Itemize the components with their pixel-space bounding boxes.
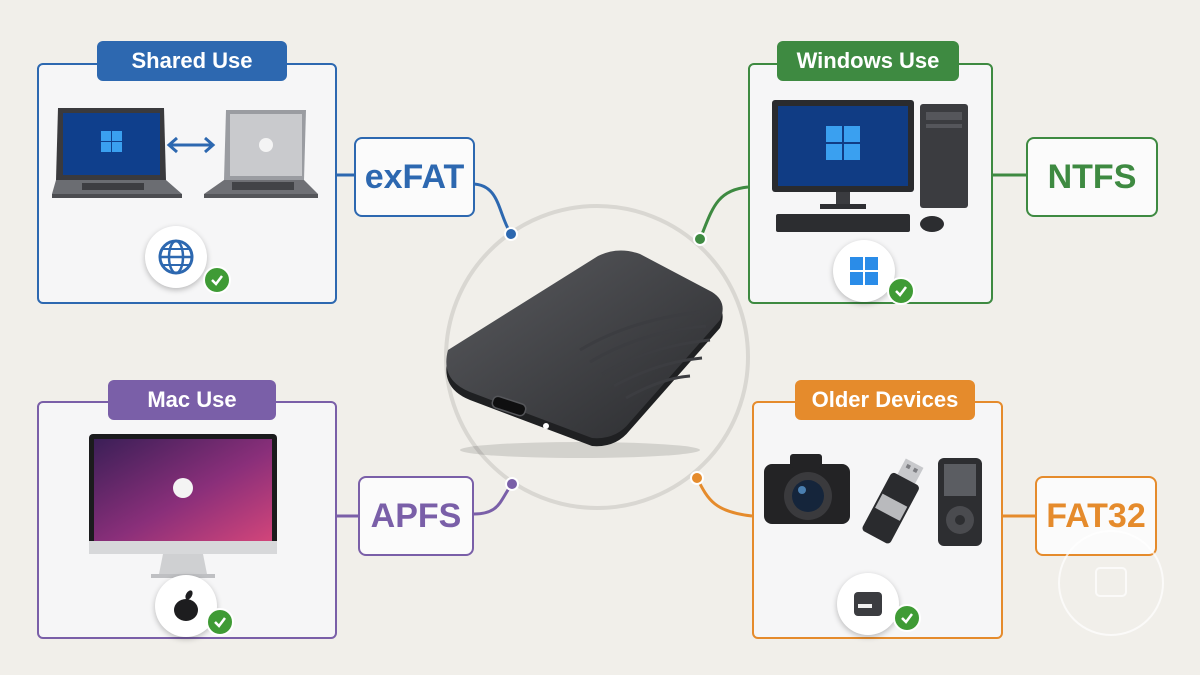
connector-ntfs: [698, 185, 749, 240]
connector-dot-ntfs: [693, 232, 707, 246]
check-icon: [206, 608, 234, 636]
watermark-icon: [1058, 530, 1164, 636]
ntfs-label: NTFS: [1026, 137, 1158, 217]
center-ring: [444, 204, 750, 510]
apfs-label: APFS: [358, 476, 474, 556]
connector-dot-fat32: [690, 471, 704, 485]
double-arrow-icon: [166, 136, 216, 154]
connector-fat32: [695, 477, 753, 518]
check-icon: [893, 604, 921, 632]
windows-laptop-icon: [52, 108, 182, 198]
windows-logo-badge-icon: [833, 240, 895, 302]
mac-laptop-icon: [204, 110, 318, 198]
external-hard-drive-icon: [446, 250, 723, 458]
mp3-player-icon: [938, 458, 982, 546]
mac-use-title: Mac Use: [108, 380, 276, 420]
windows-use-title: Windows Use: [777, 41, 959, 81]
globe-badge-icon: [145, 226, 207, 288]
connector-exfat: [471, 182, 513, 235]
connector-dot-apfs: [505, 477, 519, 491]
imac-icon: [89, 434, 277, 578]
connector-dot-exfat: [504, 227, 518, 241]
exfat-label: exFAT: [354, 137, 475, 217]
check-icon: [887, 277, 915, 305]
connector-apfs: [473, 483, 514, 516]
usb-flash-drive-icon: [862, 458, 924, 544]
camera-icon: [764, 454, 850, 524]
check-icon: [203, 266, 231, 294]
desktop-pc-icon: [772, 100, 968, 232]
drive-badge-icon: [837, 573, 899, 635]
older-devices-title: Older Devices: [795, 380, 975, 420]
shared-use-title: Shared Use: [97, 41, 287, 81]
fat32-label: FAT32: [1035, 476, 1157, 556]
